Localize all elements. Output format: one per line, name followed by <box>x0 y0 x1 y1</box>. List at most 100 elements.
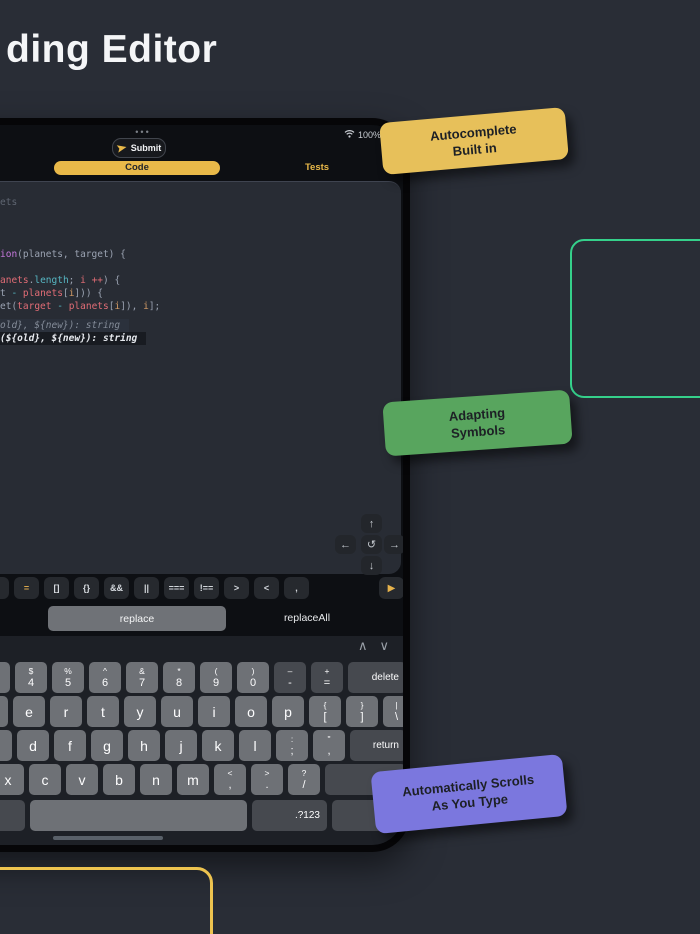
wifi-icon <box>344 129 355 140</box>
keyboard-key[interactable]: b <box>103 764 135 795</box>
tab-code[interactable]: Code <box>54 161 220 175</box>
keyboard-key[interactable]: t <box>87 696 119 727</box>
keyboard-key[interactable]: ", <box>313 730 345 761</box>
outline-box-gold <box>0 867 213 934</box>
code-line: ets <box>0 197 18 208</box>
keyboard-key[interactable]: x <box>0 764 24 795</box>
keyboard-key[interactable]: *8 <box>163 662 195 693</box>
submit-label: Submit <box>130 143 162 153</box>
code-line: t - planets[i])) { <box>0 288 104 299</box>
keyboard-key[interactable]: |\ <box>383 696 403 727</box>
keyboard-key[interactable]: r <box>50 696 82 727</box>
menu-dots[interactable]: ••• <box>135 127 151 137</box>
symbol-key[interactable]: || <box>134 577 159 599</box>
keyboard-collapse-controls: ∧ ∨ <box>358 638 389 654</box>
keyboard-key[interactable]: %5 <box>52 662 84 693</box>
keyboard-key[interactable] <box>0 730 12 761</box>
space-key[interactable] <box>30 800 247 831</box>
keyboard-key[interactable]: h <box>128 730 160 761</box>
arrow-down-button[interactable]: ↓ <box>361 556 382 575</box>
code-editor[interactable]: ets ion(planets, target) { anets.length;… <box>0 181 403 575</box>
keyboard-key[interactable]: }] <box>346 696 378 727</box>
keyboard-key[interactable]: return <box>350 730 403 761</box>
keyboard-key[interactable]: delete <box>348 662 403 693</box>
symbol-key[interactable]: " <box>0 577 9 599</box>
code-line: ion(planets, target) { <box>0 249 126 260</box>
home-indicator[interactable] <box>53 836 163 840</box>
send-icon <box>116 142 128 154</box>
chevron-down-icon[interactable]: ∨ <box>379 638 389 653</box>
note-line: Built in <box>452 140 498 159</box>
code-line <box>0 235 160 248</box>
suggestion-replaceall[interactable]: replaceAll <box>283 612 331 624</box>
symbol-bar: "=[]{}&&||===!==><, <box>0 577 309 599</box>
keyboard-key[interactable]: v <box>66 764 98 795</box>
keyboard-key[interactable]: –- <box>274 662 306 693</box>
keyboard-key[interactable]: &7 <box>126 662 158 693</box>
keyboard-key[interactable]: ^6 <box>89 662 121 693</box>
symbol-key[interactable]: !== <box>194 577 219 599</box>
keyboard-key[interactable] <box>0 800 25 831</box>
note-line: Adapting <box>448 405 506 424</box>
keyboard-key[interactable]: (9 <box>200 662 232 693</box>
keyboard-key[interactable]: d <box>17 730 49 761</box>
keyboard-row: .?123 <box>0 800 403 831</box>
play-icon: ▶ <box>387 582 396 594</box>
symbol-key[interactable]: && <box>104 577 129 599</box>
outline-box-teal <box>570 239 700 398</box>
symbol-key[interactable]: , <box>284 577 309 599</box>
note-line: Symbols <box>450 422 506 441</box>
keyboard-key[interactable]: += <box>311 662 343 693</box>
submit-button[interactable]: Submit <box>112 138 166 158</box>
arrow-right-button[interactable]: → <box>384 535 403 554</box>
note-line: Autocomplete <box>429 121 518 144</box>
suggestion-replace[interactable]: replace <box>48 606 226 631</box>
keyboard-key[interactable]: i <box>198 696 230 727</box>
keyboard-key[interactable]: k <box>202 730 234 761</box>
code-line: et(target - planets[i]), i]; <box>0 301 161 312</box>
keyboard-key[interactable] <box>0 696 8 727</box>
autocomplete-suggestion[interactable]: (${old}, ${new}): string <box>0 332 147 345</box>
keyboard-key[interactable]: n <box>140 764 172 795</box>
keyboard-key[interactable]: {[ <box>309 696 341 727</box>
keyboard-key[interactable]: .?123 <box>252 800 327 831</box>
arrow-up-button[interactable]: ↑ <box>361 514 382 533</box>
symbol-key[interactable]: = <box>14 577 39 599</box>
symbol-key[interactable]: {} <box>74 577 99 599</box>
keyboard-key[interactable]: >. <box>251 764 283 795</box>
keyboard-key[interactable]: ?/ <box>288 764 320 795</box>
keyboard-key[interactable]: e <box>13 696 45 727</box>
code-line <box>0 209 160 222</box>
keyboard-key[interactable]: o <box>235 696 267 727</box>
undo-button[interactable]: ↺ <box>361 535 382 554</box>
symbol-key[interactable]: === <box>164 577 189 599</box>
keyboard-key[interactable] <box>0 662 10 693</box>
autocomplete-suggestion[interactable]: old}, ${new}): string <box>0 319 130 332</box>
keyboard-key[interactable]: y <box>124 696 156 727</box>
keyboard-key[interactable]: f <box>54 730 86 761</box>
status-area: 100% <box>344 129 381 140</box>
tab-tests[interactable]: Tests <box>304 162 330 173</box>
keyboard-key[interactable]: $4 <box>15 662 47 693</box>
run-button[interactable]: ▶ <box>379 577 403 599</box>
symbol-key[interactable]: [] <box>44 577 69 599</box>
symbol-key[interactable]: < <box>254 577 279 599</box>
chevron-up-icon[interactable]: ∧ <box>357 638 368 653</box>
keyboard-key[interactable]: p <box>272 696 304 727</box>
keyboard-key[interactable]: m <box>177 764 209 795</box>
keyboard-key[interactable]: j <box>165 730 197 761</box>
arrow-left-button[interactable]: ← <box>335 535 356 554</box>
note-adapting-symbols: Adapting Symbols <box>382 389 573 457</box>
keyboard-key[interactable]: g <box>91 730 123 761</box>
ipad-mockup: ••• 100% Submit Code Tests <box>0 118 410 852</box>
keyboard-key[interactable]: u <box>161 696 193 727</box>
note-autocomplete: Autocomplete Built in <box>379 106 569 176</box>
keyboard-key[interactable]: :; <box>276 730 308 761</box>
keyboard-key[interactable]: <, <box>214 764 246 795</box>
keyboard-key[interactable]: )0 <box>237 662 269 693</box>
keyboard-key[interactable]: l <box>239 730 271 761</box>
symbol-key[interactable]: > <box>224 577 249 599</box>
keyboard-key[interactable]: c <box>29 764 61 795</box>
